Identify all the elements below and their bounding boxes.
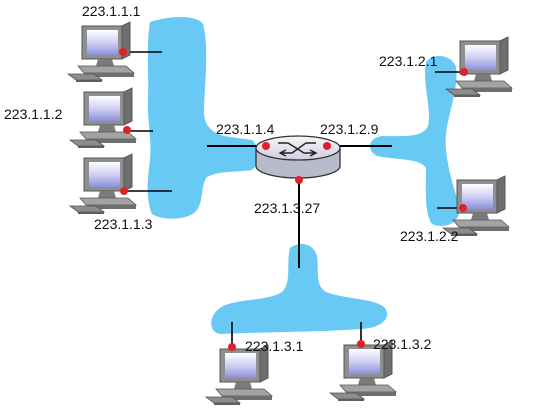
router-icon bbox=[255, 135, 341, 179]
label-r3: 223.1.3.27 bbox=[254, 200, 320, 216]
label-h111: 223.1.1.1 bbox=[82, 3, 141, 19]
interface-dot-h111 bbox=[119, 48, 127, 56]
interface-dot-h121 bbox=[460, 68, 468, 76]
interface-dot-r2 bbox=[323, 142, 331, 150]
interface-dot-h112 bbox=[123, 126, 131, 134]
label-h112: 223.1.1.2 bbox=[4, 106, 63, 122]
desktop-computer-icon-h131 bbox=[205, 344, 273, 406]
desktop-computer-icon-h112 bbox=[69, 87, 137, 149]
interface-dot-h132 bbox=[357, 340, 365, 348]
interface-dot-h131 bbox=[228, 343, 236, 351]
label-r2: 223.1.2.9 bbox=[320, 121, 379, 137]
label-h131: 223.1.3.1 bbox=[245, 338, 304, 354]
desktop-computer-icon-h113 bbox=[69, 153, 137, 215]
interface-dot-r3 bbox=[295, 176, 303, 184]
interface-dot-h122 bbox=[459, 204, 467, 212]
interface-dot-h113 bbox=[120, 187, 128, 195]
label-h132: 223.1.3.2 bbox=[373, 336, 432, 352]
label-h121: 223.1.2.1 bbox=[379, 53, 438, 69]
subnet-223-1-2-blob bbox=[369, 55, 460, 226]
label-h122: 223.1.2.2 bbox=[400, 228, 459, 244]
label-h113: 223.1.1.3 bbox=[94, 216, 153, 232]
subnet-223-1-1-blob bbox=[147, 17, 258, 219]
interface-dots bbox=[119, 48, 468, 351]
subnet-223-1-3-blob bbox=[211, 243, 388, 334]
label-r1: 223.1.1.4 bbox=[216, 121, 275, 137]
interface-dot-r1 bbox=[262, 142, 270, 150]
